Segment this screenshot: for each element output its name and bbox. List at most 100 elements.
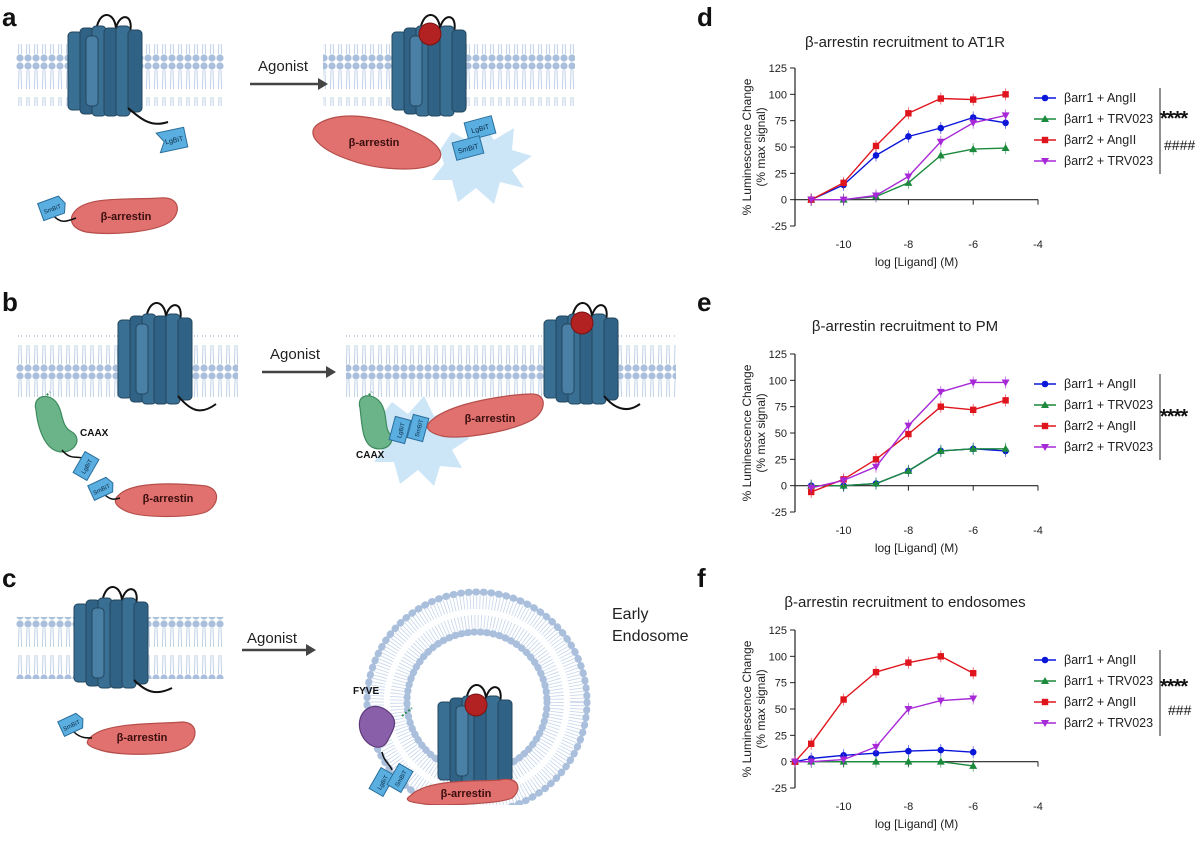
significance-stars-e: **** xyxy=(1160,406,1188,428)
data-point-s1-4 xyxy=(936,151,945,159)
arrestin-label-b: β-arrestin xyxy=(143,493,194,505)
x-tick-label: -8 xyxy=(904,239,914,251)
data-point-s0-4 xyxy=(905,747,912,755)
x-tick-label: -10 xyxy=(836,239,852,251)
arrestin-b-bound: β-arrestin xyxy=(426,393,544,438)
y-axis-label: % Luminescence Change xyxy=(740,364,754,501)
legend-label-1: βarr1 + TRV023 xyxy=(1064,398,1153,412)
data-point-s1-6 xyxy=(969,761,978,769)
endosome-label: Early Endosome xyxy=(612,604,689,648)
arrestin-a-free: β-arrestin SmBiT xyxy=(37,195,178,235)
agonist-label-c: Agonist xyxy=(247,630,298,647)
data-point-s2-1 xyxy=(808,740,815,747)
y-tick-label: 125 xyxy=(769,625,787,637)
legend-label-3: βarr2 + TRV023 xyxy=(1064,154,1153,168)
data-point-s3-5 xyxy=(969,119,978,127)
lgbit-tag-b-bound: LgBiT xyxy=(388,415,412,445)
x-tick-label: -8 xyxy=(904,801,914,813)
arrestin-c-bound: β-arrestin xyxy=(406,778,519,805)
legend-marker-0 xyxy=(1041,656,1049,664)
significance-hashes-d: #### xyxy=(1164,137,1196,153)
y-tick-label: 100 xyxy=(769,375,787,387)
data-point-s2-2 xyxy=(840,696,847,703)
data-point-s3-5 xyxy=(969,379,978,387)
legend-marker-2 xyxy=(1041,136,1049,144)
panel-letter-a: a xyxy=(2,2,17,32)
lgbit-tag-a: LgBiT xyxy=(155,126,189,154)
y-tick-label: 100 xyxy=(769,89,787,101)
y-tick-label: 0 xyxy=(781,195,787,207)
y-tick-label: 0 xyxy=(781,481,787,493)
data-point-s1-5 xyxy=(936,757,945,765)
legend-label-2: βarr2 + AngII xyxy=(1064,419,1136,433)
legend-marker-1 xyxy=(1041,401,1049,408)
data-point-s2-1 xyxy=(840,179,847,187)
smbit-tag-b-bound: SmBiT xyxy=(406,413,430,443)
chart-title-f: β-arrestin recruitment to endosomes xyxy=(784,594,1026,611)
data-point-s2-6 xyxy=(1002,91,1009,98)
chart-title-e: β-arrestin recruitment to PM xyxy=(811,318,999,335)
significance-stars-d: **** xyxy=(1160,108,1188,130)
legend-label-1: βarr1 + TRV023 xyxy=(1064,674,1153,688)
panel-letter-e: e xyxy=(697,287,712,317)
x-axis-label: log [Ligand] (M) xyxy=(875,817,958,831)
arrestin-label-c-bound: β-arrestin xyxy=(441,788,492,800)
data-point-s3-0 xyxy=(807,196,816,204)
agonist-label-b: Agonist xyxy=(270,346,321,363)
panel-letter-d: d xyxy=(697,2,713,32)
y-tick-label: -25 xyxy=(771,507,787,519)
x-tick-label: -6 xyxy=(968,239,978,251)
data-point-s1-5 xyxy=(969,145,978,153)
x-axis-label: log [Ligand] (M) xyxy=(875,255,958,269)
endosome-label-line1: Early xyxy=(612,606,649,623)
x-tick-label: -10 xyxy=(836,525,852,537)
data-point-s2-5 xyxy=(970,406,977,414)
y-tick-label: 25 xyxy=(775,454,787,466)
membrane-b-right xyxy=(346,335,676,397)
y-tick-label: 100 xyxy=(769,651,787,663)
data-point-s3-3 xyxy=(904,422,913,430)
receptor-b-left xyxy=(117,301,193,405)
fyve-c: FYVE xyxy=(353,686,413,771)
chart-title-d: β-arrestin recruitment to AT1R xyxy=(804,34,1006,51)
legend-marker-0 xyxy=(1041,94,1049,102)
data-point-s2-4 xyxy=(905,659,912,666)
panel-letter-c: c xyxy=(2,563,17,593)
data-point-s2-3 xyxy=(872,668,880,676)
significance-stars-f: **** xyxy=(1160,676,1188,698)
data-point-s3-0 xyxy=(807,484,816,492)
smbit-label-a: SmBiT xyxy=(43,204,62,216)
data-point-s0-4 xyxy=(937,124,945,132)
endosome-label-line2: Endosome xyxy=(612,628,689,645)
data-point-s3-2 xyxy=(839,756,848,764)
smbit-tag-c-bound: SmBiT xyxy=(386,762,414,794)
agonist-label-a: Agonist xyxy=(258,58,309,75)
data-point-s3-5 xyxy=(936,697,945,705)
fyve-label-c: FYVE xyxy=(353,686,379,697)
data-point-s2-2 xyxy=(872,142,880,150)
significance-hashes-f: ### xyxy=(1168,702,1192,718)
data-point-s2-6 xyxy=(1002,397,1009,404)
data-point-s3-4 xyxy=(936,138,945,146)
y-tick-label: 50 xyxy=(775,704,787,716)
data-point-s1-4 xyxy=(904,757,913,765)
data-point-s1-6 xyxy=(1001,144,1010,152)
legend-label-2: βarr2 + AngII xyxy=(1064,695,1136,709)
ligand-c xyxy=(464,693,488,717)
lgbit-label-b-bound: LgBiT xyxy=(397,422,407,439)
data-point-s0-3 xyxy=(872,749,880,757)
data-point-s2-4 xyxy=(937,403,944,410)
data-point-s0-6 xyxy=(1002,119,1009,127)
data-point-s0-5 xyxy=(937,746,945,754)
arrestin-label-a: β-arrestin xyxy=(101,211,152,223)
data-point-s1-2 xyxy=(872,479,880,487)
y-tick-label: 0 xyxy=(781,757,787,769)
x-tick-label: -6 xyxy=(968,525,978,537)
x-axis-label: log [Ligand] (M) xyxy=(875,541,958,555)
lgbit-label-a: LgBiT xyxy=(165,136,185,147)
y-tick-label: 75 xyxy=(775,116,787,128)
data-point-s0-6 xyxy=(969,748,977,756)
